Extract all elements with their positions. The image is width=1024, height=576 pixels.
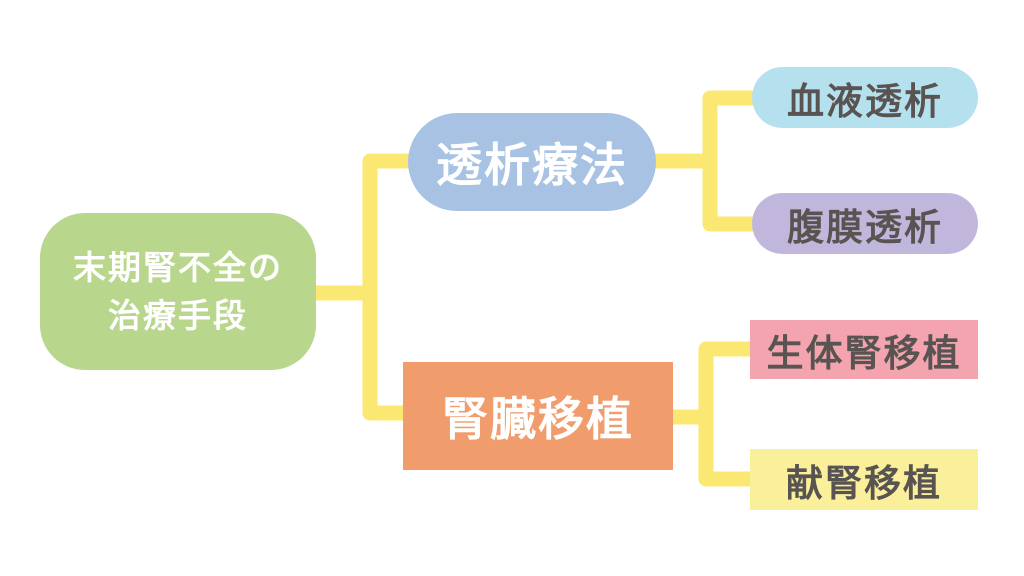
leaf-node-hemodialysis: 血液透析 [752,67,978,128]
root-node-end-stage-renal-failure-treatments: 末期腎不全の 治療手段 [40,213,316,370]
connector-transplant-bracket [698,341,756,487]
leaf-node-living-donor-kidney-transplant: 生体腎移植 [750,320,978,379]
root-label-line-1: 末期腎不全の [73,248,283,286]
connector-left-bracket [362,153,414,421]
root-node-label: 末期腎不全の 治療手段 [73,244,283,340]
connector-dialysis-bracket [702,90,760,232]
leaf-node-deceased-donor-kidney-transplant: 献腎移植 [750,449,978,510]
branch-node-dialysis-therapy: 透析療法 [408,113,656,211]
branch-node-kidney-transplant: 腎臓移植 [403,362,673,470]
leaf-node-peritoneal-dialysis: 腹膜透析 [752,193,978,254]
root-label-line-2: 治療手段 [108,296,248,334]
